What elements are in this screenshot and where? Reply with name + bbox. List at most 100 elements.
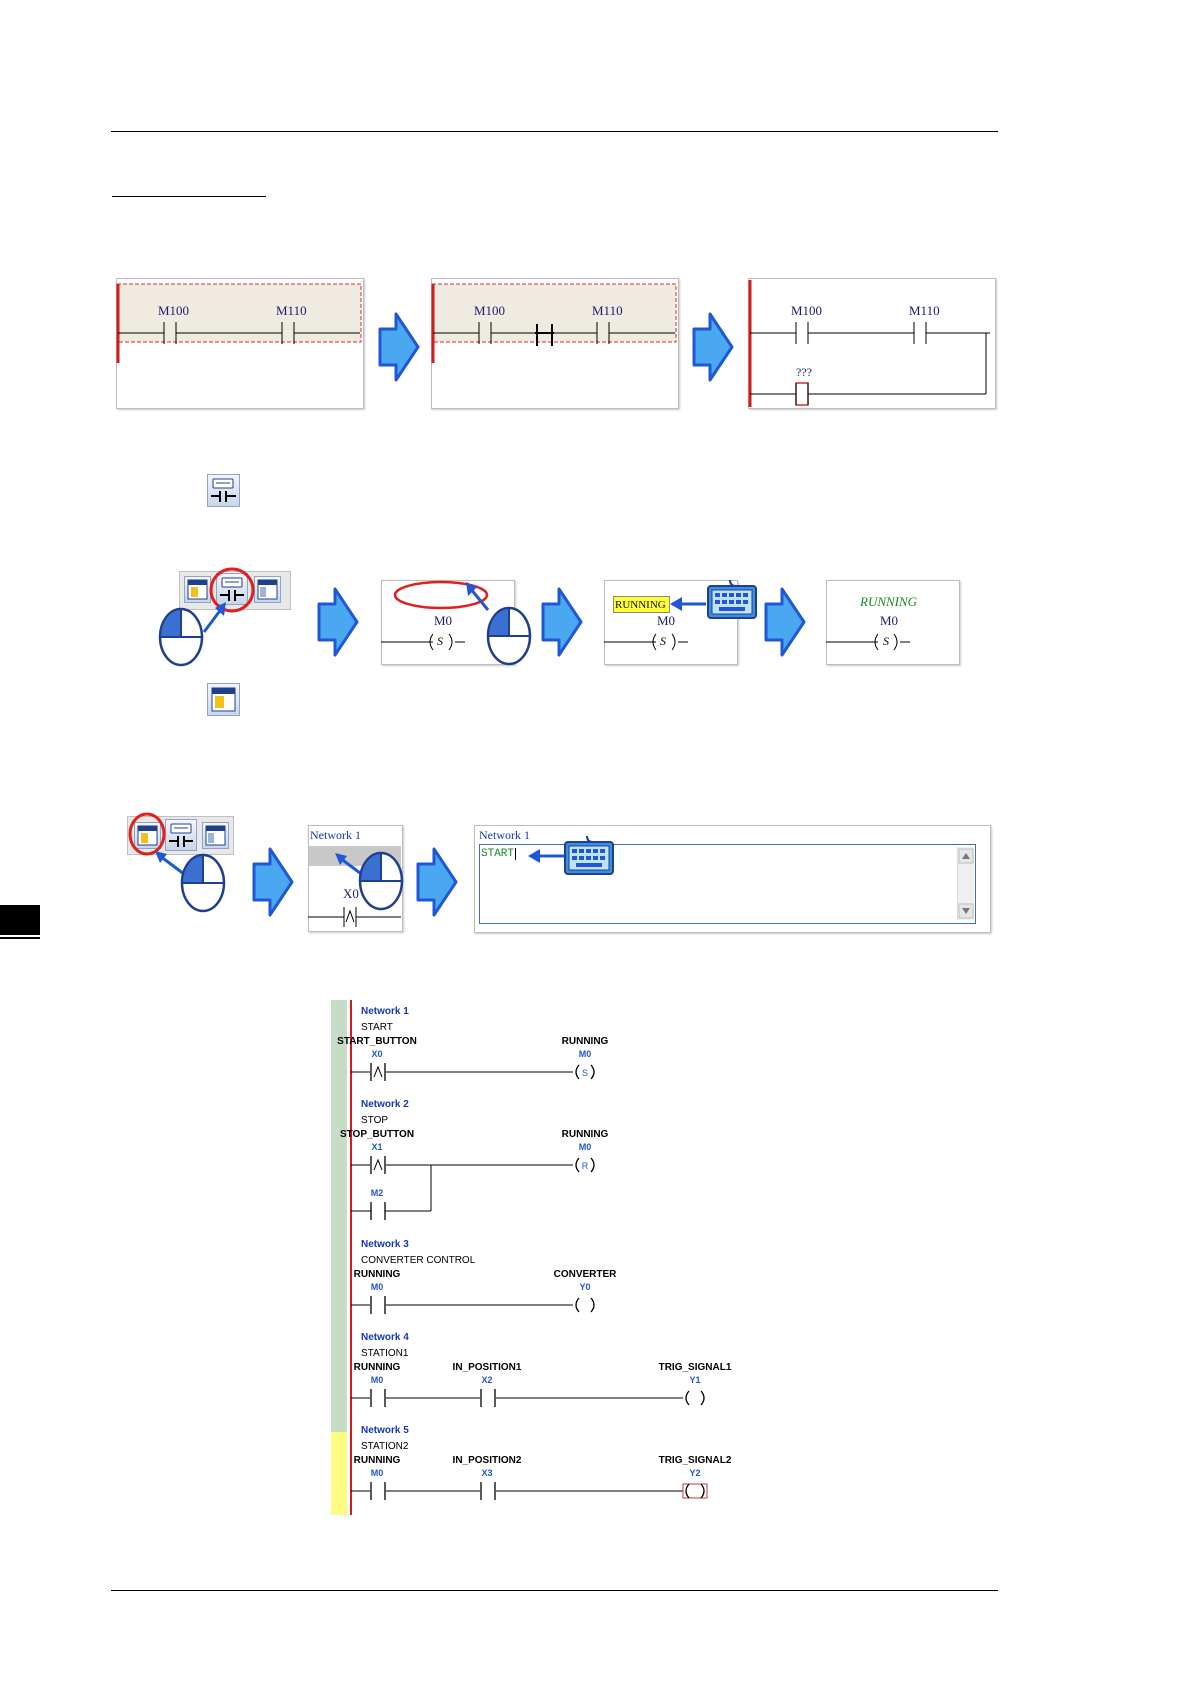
coil-right — [700, 1483, 705, 1499]
contact-device: M0 — [371, 1468, 384, 1478]
coil-right — [590, 1157, 595, 1173]
contact-device: X2 — [481, 1375, 492, 1385]
coil-device: Y2 — [689, 1468, 700, 1478]
coil-diagram-click — [381, 580, 489, 651]
network-comment: CONVERTER CONTROL — [361, 1255, 476, 1266]
network-comment-icon[interactable] — [134, 822, 161, 849]
mouse-icon — [180, 853, 226, 913]
contact-device: X1 — [371, 1142, 382, 1152]
mouse-icon — [486, 606, 532, 666]
contact-comment: IN_POSITION1 — [453, 1362, 522, 1373]
contact-gap — [370, 1389, 386, 1407]
contact-gap — [370, 1482, 386, 1500]
right-arrow-icon — [416, 847, 458, 917]
coil-comment: CONVERTER — [554, 1269, 618, 1280]
coil-right — [590, 1064, 595, 1080]
rising-edge-mark — [373, 1158, 383, 1171]
highlight-circle — [209, 567, 255, 613]
device-comment-icon[interactable] — [216, 573, 248, 605]
contact-label-m110: M110 — [592, 303, 623, 318]
network-title: Network 1 — [361, 1006, 409, 1017]
mouse-icon — [158, 607, 204, 667]
contact-label-m100: M100 — [791, 303, 823, 318]
right-arrow-icon — [764, 587, 806, 657]
coil-diagram-typing — [604, 597, 706, 651]
chapter-tab — [0, 905, 40, 935]
contact-gap — [370, 1296, 386, 1314]
contact-comment: RUNNING — [354, 1269, 401, 1280]
network-comment: START — [361, 1022, 393, 1033]
coil-symbol: S — [660, 634, 666, 648]
device-comment-result: RUNNING — [860, 594, 918, 609]
pointer-arrow — [155, 851, 185, 876]
network-title: Network 1 — [310, 828, 361, 842]
highlight-circle — [128, 812, 166, 856]
undefined-device-label: ??? — [796, 365, 812, 379]
coil-left — [685, 1390, 690, 1406]
undefined-contact-box — [795, 382, 809, 406]
sidebar-strip — [331, 1000, 347, 1432]
network-comment: STOP — [361, 1115, 388, 1126]
coil-comment: TRIG_SIGNAL2 — [659, 1455, 732, 1466]
keyboard-icon — [564, 835, 614, 875]
coil-left — [685, 1483, 690, 1499]
contact-label-m100: M100 — [474, 303, 506, 318]
selection-highlight — [116, 283, 362, 343]
contact-comment: START_BUTTON — [337, 1036, 417, 1047]
coil-device: M0 — [579, 1049, 592, 1059]
typed-network-comment: START — [481, 848, 517, 860]
pointer-arrow — [528, 849, 564, 863]
right-arrow-icon — [317, 587, 359, 657]
rising-edge-mark — [373, 1065, 383, 1078]
contact-comment: IN_POSITION2 — [453, 1455, 522, 1466]
device-comment-icon[interactable] — [165, 819, 197, 851]
coil-comment: RUNNING — [562, 1036, 609, 1047]
coil-highlight — [682, 1483, 708, 1499]
coil-device-label: M0 — [880, 613, 899, 628]
coil-symbol: R — [582, 1161, 589, 1171]
coil-comment: TRIG_SIGNAL1 — [659, 1362, 732, 1373]
contact-comment: STOP_BUTTON — [340, 1129, 414, 1140]
coil-device: Y0 — [579, 1282, 590, 1292]
window-icon[interactable] — [202, 822, 229, 849]
insert-cursor-icon — [535, 324, 554, 346]
network-title: Network 2 — [361, 1099, 409, 1110]
contact-device: M0 — [371, 1375, 384, 1385]
contact-device: X0 — [371, 1049, 382, 1059]
coil-diagram-result — [826, 633, 910, 651]
coil-device: Y1 — [689, 1375, 700, 1385]
rising-contact-diagram — [308, 907, 401, 927]
coil-left — [575, 1064, 580, 1080]
contact-label-m110: M110 — [276, 303, 307, 318]
right-arrow-icon — [541, 587, 583, 657]
coil-right — [590, 1297, 595, 1313]
ladder-panel-result — [748, 278, 996, 409]
coil-symbol: S — [437, 634, 443, 648]
contact-gap — [370, 1202, 386, 1220]
device-label: X0 — [343, 886, 359, 901]
device-comment-icon[interactable] — [207, 474, 240, 507]
pointer-arrow — [202, 602, 226, 633]
ladder-program: Network 1STARTSTART_BUTTONX0RUNNINGM0SNe… — [331, 1000, 732, 1515]
coil-left — [575, 1157, 580, 1173]
scrollbar[interactable] — [957, 847, 974, 920]
coil-device-label: M0 — [657, 613, 676, 628]
right-arrow-icon — [692, 312, 734, 382]
keyboard-icon — [707, 579, 757, 619]
network-comment-icon[interactable] — [207, 683, 240, 716]
right-arrow-icon — [252, 847, 294, 917]
network-comment: STATION1 — [361, 1348, 409, 1359]
mouse-icon — [358, 851, 404, 911]
right-arrow-icon — [378, 312, 420, 382]
section-underline — [112, 196, 266, 197]
contact-gap — [480, 1389, 496, 1407]
contact-label-m110: M110 — [909, 303, 940, 318]
window-icon[interactable] — [254, 576, 281, 603]
network-comment-icon[interactable] — [184, 576, 211, 603]
device-comment-input[interactable] — [613, 596, 670, 613]
contact-comment: RUNNING — [354, 1362, 401, 1373]
header-rule — [111, 131, 998, 132]
coil-symbol: S — [582, 1068, 588, 1078]
coil-right — [700, 1390, 705, 1406]
coil-device: M0 — [579, 1142, 592, 1152]
